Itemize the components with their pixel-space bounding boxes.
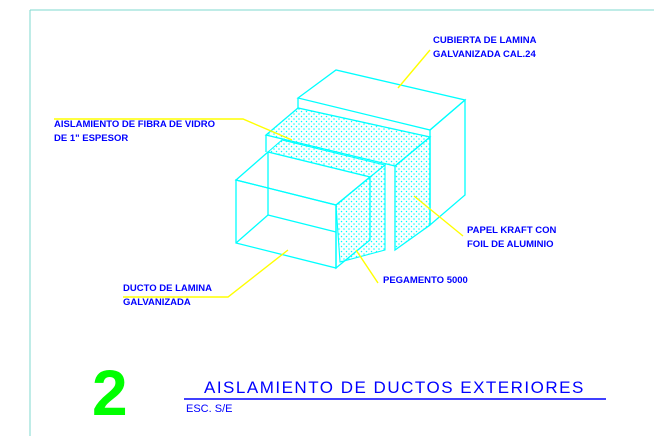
label-kraft-line2: FOIL DE ALUMINIO [467,239,554,250]
label-glue: PEGAMENTO 5000 [383,275,468,286]
detail-scale: ESC. S/E [186,403,232,415]
label-insulation: AISLAMIENTO DE FIBRA DE VIDRO DE 1" ESPE… [54,119,215,144]
label-kraft-line1: PAPEL KRAFT CON [467,225,557,236]
title-block: 2 AISLAMIENTO DE DUCTOS EXTERIORES ESC. … [92,357,606,429]
duct-assembly [234,69,467,270]
detail-number: 2 [92,357,128,429]
label-duct-line2: GALVANIZADA [123,297,191,308]
label-duct: DUCTO DE LAMINA GALVANIZADA [123,283,212,308]
insulation-layer [264,107,432,252]
label-insulation-line2: DE 1" ESPESOR [54,133,128,144]
label-insulation-line1: AISLAMIENTO DE FIBRA DE VIDRO [54,119,215,130]
leader-glue [355,249,379,284]
detail-title: AISLAMIENTO DE DUCTOS EXTERIORES [204,378,585,397]
leader-cover [397,49,431,89]
inner-duct [234,151,372,270]
label-glue-line1: PEGAMENTO 5000 [383,275,468,286]
label-cover: CUBIERTA DE LAMINA GALVANIZADA CAL.24 [433,35,537,60]
label-kraft: PAPEL KRAFT CON FOIL DE ALUMINIO [467,225,557,250]
label-duct-line1: DUCTO DE LAMINA [123,283,212,294]
leader-insulation [54,118,293,141]
label-cover-line2: GALVANIZADA CAL.24 [433,49,536,60]
leader-lines [54,49,464,298]
leader-kraft [413,195,464,237]
leader-duct [123,249,289,298]
label-cover-line1: CUBIERTA DE LAMINA [433,35,537,46]
